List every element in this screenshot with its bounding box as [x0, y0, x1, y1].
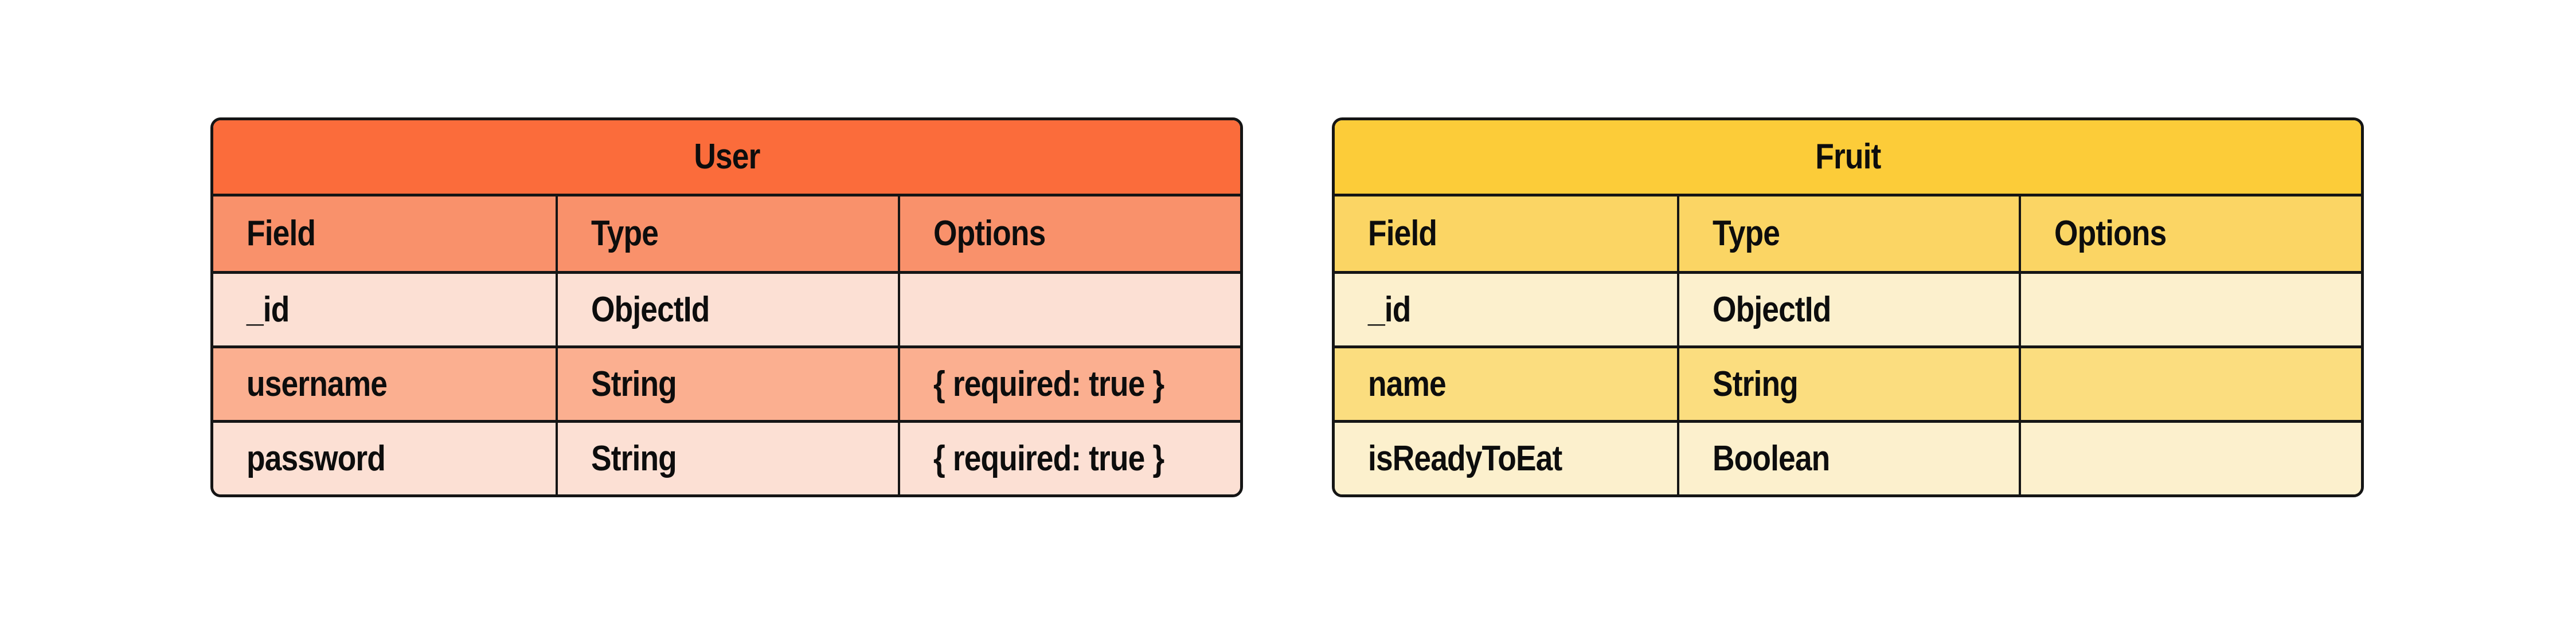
- user-header-options: Options: [898, 197, 1240, 271]
- fruit-row-id-field: _id: [1335, 271, 1677, 345]
- fruit-schema-table: Fruit Field Type Options _id ObjectId na…: [1332, 117, 2364, 497]
- user-row-id-field-value: _id: [247, 289, 290, 329]
- fruit-row-isreadytoeat-options: [2019, 420, 2361, 494]
- user-row-username-options: { required: true }: [898, 345, 1240, 420]
- fruit-header-type-label: Type: [1712, 214, 1780, 253]
- fruit-table-title: Fruit: [1815, 137, 1881, 176]
- user-row-username-options-value: { required: true }: [933, 364, 1164, 404]
- fruit-table-grid: Field Type Options _id ObjectId name Str…: [1335, 197, 2361, 494]
- user-row-password-options-value: { required: true }: [933, 438, 1164, 478]
- fruit-row-isreadytoeat-field-value: isReadyToEat: [1368, 438, 1562, 478]
- user-row-username-field: username: [213, 345, 556, 420]
- fruit-row-isreadytoeat-type-value: Boolean: [1712, 438, 1830, 478]
- fruit-row-name-field: name: [1335, 345, 1677, 420]
- fruit-row-id-options: [2019, 271, 2361, 345]
- fruit-row-id-type-value: ObjectId: [1712, 289, 1831, 329]
- fruit-row-name-type: String: [1676, 345, 2019, 420]
- fruit-header-options: Options: [2019, 197, 2361, 271]
- fruit-row-id-type: ObjectId: [1676, 271, 2019, 345]
- fruit-header-field-label: Field: [1368, 214, 1437, 253]
- fruit-row-name-field-value: name: [1368, 364, 1447, 404]
- user-schema-table: User Field Type Options _id ObjectId use…: [210, 117, 1243, 497]
- user-row-id-options: [898, 271, 1240, 345]
- user-header-field: Field: [213, 197, 556, 271]
- user-table-title: User: [693, 137, 760, 176]
- fruit-header-options-label: Options: [2054, 214, 2167, 253]
- user-header-options-label: Options: [933, 214, 1046, 253]
- user-header-type-label: Type: [591, 214, 659, 253]
- fruit-row-name-options: [2019, 345, 2361, 420]
- user-table-title-bar: User: [213, 120, 1240, 197]
- fruit-row-name-type-value: String: [1712, 364, 1799, 404]
- fruit-row-id-field-value: _id: [1368, 289, 1411, 329]
- fruit-row-isreadytoeat-field: isReadyToEat: [1335, 420, 1677, 494]
- user-row-password-type: String: [556, 420, 898, 494]
- fruit-header-field: Field: [1335, 197, 1677, 271]
- user-row-password-field-value: password: [247, 438, 386, 478]
- user-header-type: Type: [556, 197, 898, 271]
- fruit-table-title-bar: Fruit: [1335, 120, 2361, 197]
- fruit-header-type: Type: [1676, 197, 2019, 271]
- user-row-id-field: _id: [213, 271, 556, 345]
- user-row-id-type-value: ObjectId: [591, 289, 710, 329]
- user-row-id-type: ObjectId: [556, 271, 898, 345]
- user-row-password-field: password: [213, 420, 556, 494]
- user-row-username-type: String: [556, 345, 898, 420]
- user-table-grid: Field Type Options _id ObjectId username…: [213, 197, 1240, 494]
- user-row-username-type-value: String: [591, 364, 677, 404]
- user-header-field-label: Field: [247, 214, 316, 253]
- user-row-password-options: { required: true }: [898, 420, 1240, 494]
- fruit-row-isreadytoeat-type: Boolean: [1676, 420, 2019, 494]
- user-row-password-type-value: String: [591, 438, 677, 478]
- user-row-username-field-value: username: [247, 364, 388, 404]
